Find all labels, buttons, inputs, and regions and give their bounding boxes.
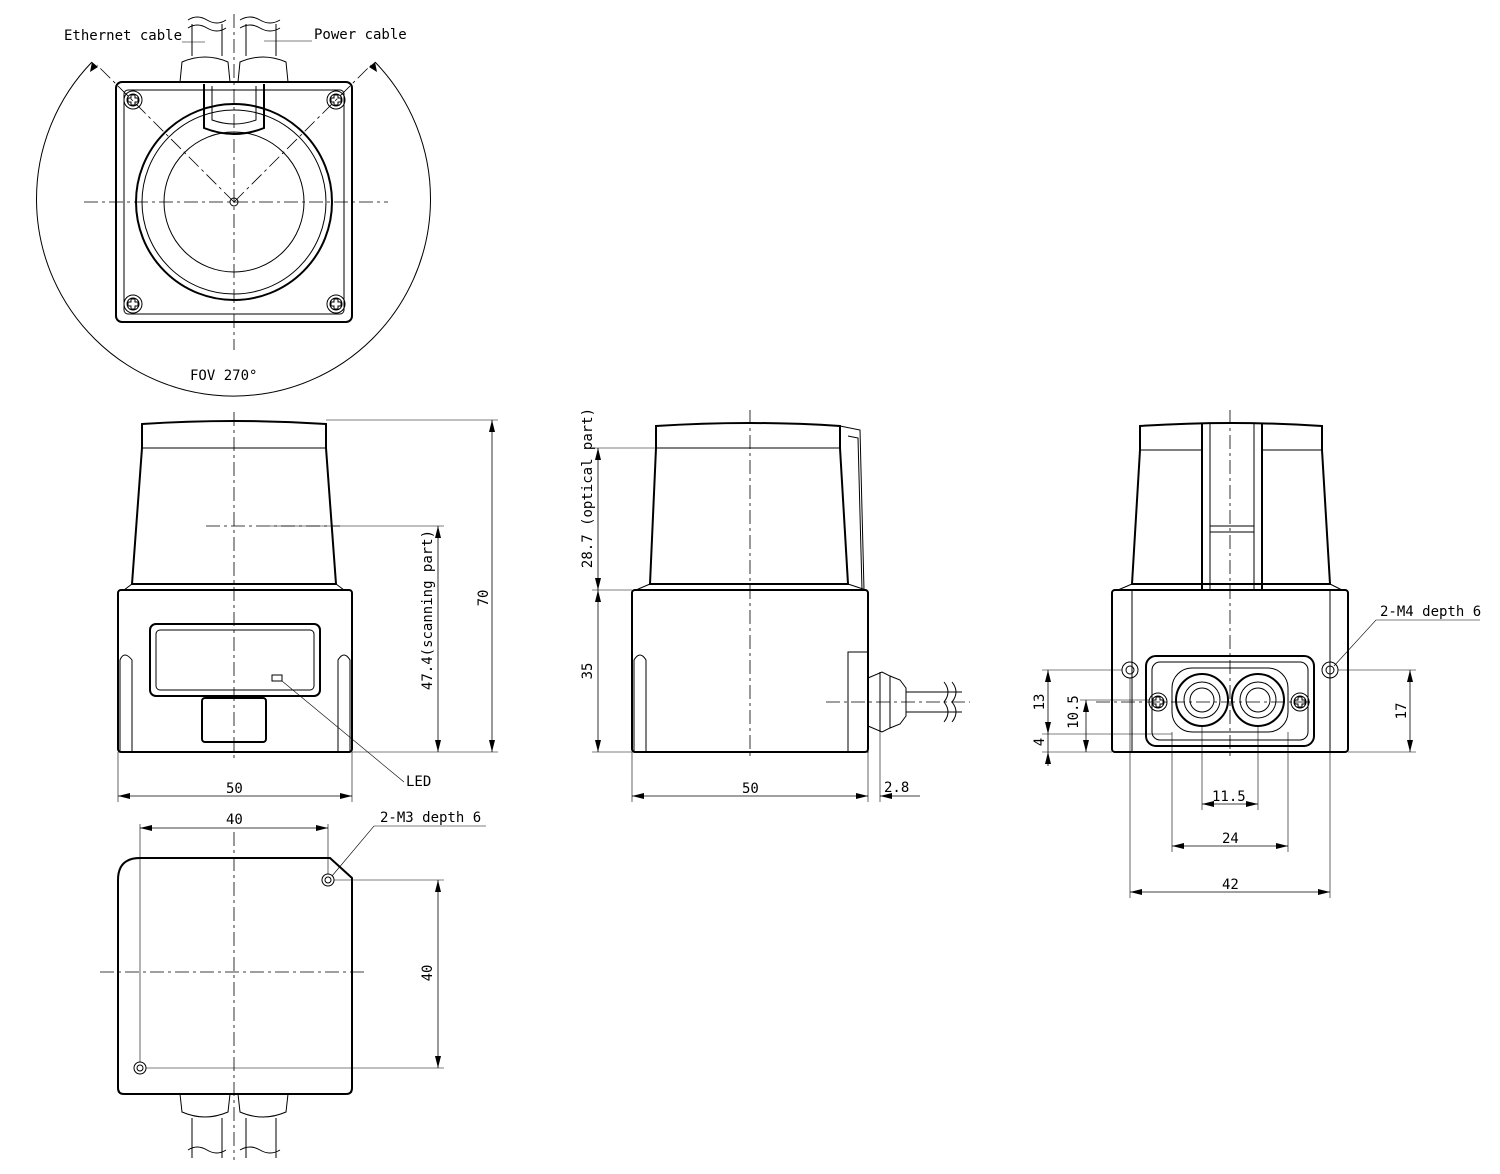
screw-icon (123, 294, 143, 314)
dim-side-width: 50 (742, 781, 759, 797)
dim-rear-13: 13 (1032, 694, 1048, 711)
front-view: LED 70 47.4(scanning part) 50 (117, 412, 498, 802)
dim-bottom-depth: 40 (420, 965, 436, 982)
dim-optical-part: 28.7 (optical part) (580, 408, 596, 568)
power-cable-label: Power cable (314, 27, 407, 43)
m4-hole (1121, 661, 1139, 679)
fov-arc (36, 61, 431, 397)
dim-rear-42: 42 (1222, 877, 1239, 893)
screw-icon (326, 294, 346, 314)
rear-cable-channel (1201, 424, 1263, 590)
dim-scanning-part: 47.4(scanning part) (420, 530, 436, 690)
screw-icon (123, 90, 143, 110)
ethernet-cable-gland (179, 56, 231, 83)
m4-depth-label: 2-M4 depth 6 (1380, 604, 1481, 620)
dim-rear-24: 24 (1222, 831, 1239, 847)
dim-rear-17: 17 (1394, 703, 1410, 720)
side-cable-connector (867, 671, 907, 733)
side-scanner-head (648, 422, 850, 585)
front-scanner-head (130, 420, 338, 585)
dim-side-base-height: 35 (580, 663, 596, 680)
dim-rear-11-5: 11.5 (1212, 789, 1246, 805)
dim-rear-10-5: 10.5 (1066, 695, 1082, 729)
power-cable-gland (237, 56, 289, 83)
bottom-plate (117, 857, 353, 1095)
front-base (117, 589, 353, 753)
dim-side-connector: 2.8 (884, 780, 909, 796)
dim-rear-4: 4 (1032, 738, 1048, 746)
ethernet-cable-label: Ethernet cable (64, 28, 182, 44)
top-view: Ethernet cable Power cable FOV 270° (36, 14, 431, 397)
m3-depth-label: 2-M3 depth 6 (380, 810, 481, 826)
fov-label: FOV 270° (190, 368, 257, 384)
front-display-window (149, 623, 321, 697)
led-indicator (271, 674, 283, 682)
bottom-view: 40 40 2-M3 depth 6 (100, 810, 486, 1160)
dim-front-width: 50 (226, 781, 243, 797)
led-label: LED (406, 774, 431, 790)
rear-view: 2-M4 depth 6 13 10.5 4 17 11.5 (1032, 410, 1481, 898)
m3-hole (133, 1061, 147, 1075)
top-housing (115, 81, 353, 323)
scanner-window (135, 103, 333, 301)
rear-scanner-head (1130, 422, 1332, 585)
dim-front-height: 70 (476, 590, 492, 607)
dim-bottom-width: 40 (226, 812, 243, 828)
side-view: 28.7 (optical part) 35 50 2.8 (580, 408, 970, 802)
